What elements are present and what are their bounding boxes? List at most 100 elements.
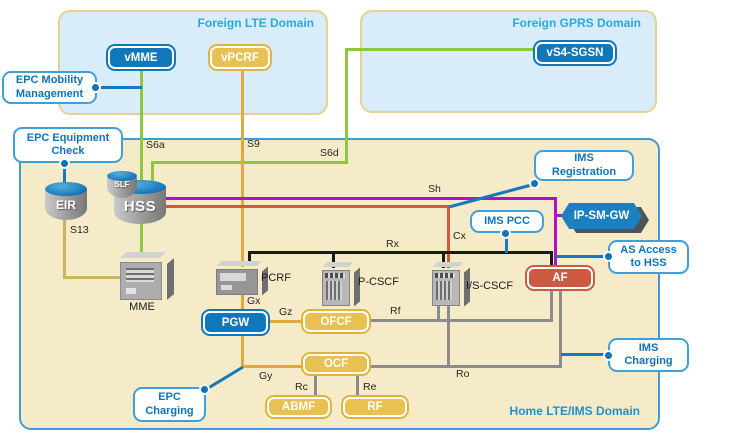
interface-re: Re	[363, 381, 377, 393]
slf-cylinder-top	[107, 171, 137, 181]
line-cx-vert	[447, 205, 450, 268]
iscscf-vents	[436, 281, 452, 300]
line-s6d-top	[347, 48, 537, 51]
as-access-connector-dot	[603, 251, 614, 262]
line-hss-mme	[140, 222, 143, 258]
callout-ims-registration: IMS Registration	[534, 150, 634, 181]
interface-s6a: S6a	[146, 139, 165, 151]
ims-charging-connector-dot	[603, 350, 614, 361]
line-sh-vert	[554, 197, 557, 269]
pcscf-front-face	[322, 270, 350, 306]
line-sh-ipsmgw	[554, 214, 566, 217]
pcscf-vents	[326, 281, 342, 300]
line-ro	[370, 365, 562, 368]
ims-registration-text: IMS Registration	[551, 152, 617, 178]
callout-epc-charging: EPC Charging	[133, 387, 206, 422]
interface-sh: Sh	[428, 183, 441, 195]
line-sh	[163, 197, 557, 200]
foreign-lte-domain-box: Foreign LTE Domain	[58, 10, 328, 115]
line-epc-mobility	[97, 86, 142, 89]
pcscf-device-label: P-CSCF	[358, 276, 399, 288]
line-af-ro-leg	[559, 288, 562, 368]
line-rf	[370, 319, 553, 322]
callout-epc-equipment-check: EPC Equipment Check	[13, 127, 123, 163]
line-gy	[241, 365, 303, 368]
line-pgw-down	[241, 332, 244, 368]
callout-as-access-to-hss: AS Access to HSS	[608, 240, 689, 274]
callout-epc-mobility-management: EPC Mobility Management	[2, 71, 97, 104]
ims-charging-text: IMS Charging	[624, 341, 673, 367]
node-abmf: ABMF	[267, 397, 330, 417]
hss-label: HSS	[123, 198, 157, 215]
line-rc	[314, 373, 317, 399]
line-rf-af-leg	[550, 288, 553, 322]
node-slf: SLF	[107, 171, 137, 198]
line-s9	[241, 69, 244, 267]
pcrf-top-face	[216, 261, 262, 266]
pcscf-band	[325, 273, 345, 278]
node-pcrf	[216, 261, 268, 296]
iscscf-band	[435, 273, 455, 278]
epc-charging-text: EPC Charging	[145, 391, 194, 417]
iscscf-front-face	[432, 270, 460, 306]
line-as-access	[556, 255, 609, 258]
line-s6d-to-hss	[151, 161, 154, 184]
interface-gz: Gz	[279, 306, 293, 318]
node-vmme: vMME	[108, 46, 174, 69]
node-pgw: PGW	[203, 311, 268, 334]
mme-front-face	[120, 262, 162, 300]
line-gz	[268, 320, 303, 323]
node-iscscf	[432, 262, 470, 307]
mme-side-face	[167, 258, 174, 300]
pcrf-device-label: PCRF	[261, 272, 291, 284]
ims-pcc-connector-dot	[500, 228, 511, 239]
ip-sm-gw-shape: IP-SM-GW	[561, 203, 642, 229]
as-access-text: AS Access to HSS	[620, 243, 677, 269]
line-s13-horiz	[63, 276, 121, 279]
node-rf: RF	[343, 397, 407, 417]
node-mme	[120, 252, 174, 300]
line-s13-vert	[63, 218, 66, 279]
mme-device-label: MME	[129, 301, 155, 313]
epc-charging-connector-dot	[199, 384, 210, 395]
epc-mobility-text: EPC Mobility Management	[15, 74, 84, 100]
rf-label: RF	[367, 401, 383, 413]
node-pcscf	[322, 262, 360, 307]
abmf-label: ABMF	[281, 401, 316, 413]
node-vpcrf: vPCRF	[210, 46, 270, 69]
line-ims-charging	[561, 353, 609, 356]
eir-label: EIR	[55, 198, 76, 212]
line-s6d-vert	[345, 48, 348, 164]
iscscf-device-label: I/S-CSCF	[466, 280, 514, 292]
interface-s13: S13	[70, 224, 89, 236]
line-rx-iscscf	[442, 251, 445, 268]
interface-rf: Rf	[390, 305, 401, 317]
line-re	[356, 373, 359, 399]
home-domain-title: Home LTE/IMS Domain	[509, 404, 640, 418]
vs4-sgsn-label: vS4-SGSN	[546, 47, 604, 59]
pcrf-panel	[220, 273, 246, 281]
line-cx-horiz	[163, 205, 450, 208]
foreign-gprs-domain-title: Foreign GPRS Domain	[512, 16, 641, 30]
interface-gx: Gx	[247, 295, 261, 307]
line-s6d-horiz	[151, 161, 348, 164]
epc-mobility-connector-dot	[90, 82, 101, 93]
node-ip-sm-gw: IP-SM-GW	[561, 203, 653, 235]
ocf-label: OCF	[323, 358, 349, 370]
af-label: AF	[552, 272, 568, 284]
slf-label: SLF	[114, 180, 130, 189]
line-iscscf-ro-leg	[447, 303, 450, 368]
interface-rc: Rc	[295, 381, 308, 393]
callout-ims-pcc: IMS PCC	[470, 210, 544, 233]
line-ims-pcc	[505, 233, 508, 253]
node-ofcf: OFCF	[303, 311, 369, 332]
foreign-lte-domain-title: Foreign LTE Domain	[197, 16, 314, 30]
vmme-label: vMME	[124, 51, 158, 64]
node-ocf: OCF	[303, 354, 369, 374]
slf-cylinder-body	[107, 178, 137, 198]
interface-rx: Rx	[386, 238, 399, 250]
mme-top-face	[120, 252, 166, 258]
ofcf-label: OFCF	[320, 315, 352, 328]
eir-cylinder-top	[45, 182, 87, 196]
